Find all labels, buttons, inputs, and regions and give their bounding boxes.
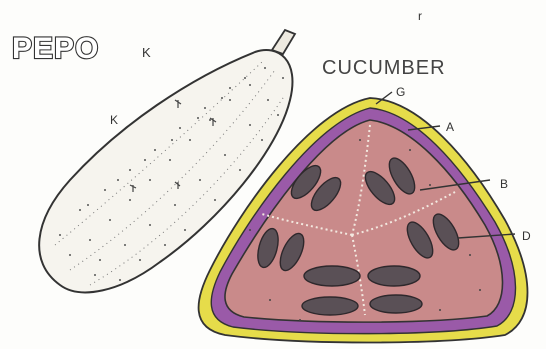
title-suffix: K	[142, 45, 151, 60]
label-g: G	[396, 85, 405, 99]
label-a: A	[446, 120, 454, 134]
stray-mark-label: r	[418, 9, 422, 23]
stem-icon	[272, 30, 295, 54]
diagram-subtitle: CUCUMBER	[322, 57, 446, 79]
diagram-title: PEPO	[12, 32, 99, 65]
label-b: B	[500, 177, 508, 191]
fruit-label: K	[110, 113, 118, 127]
label-d: D	[522, 229, 531, 243]
